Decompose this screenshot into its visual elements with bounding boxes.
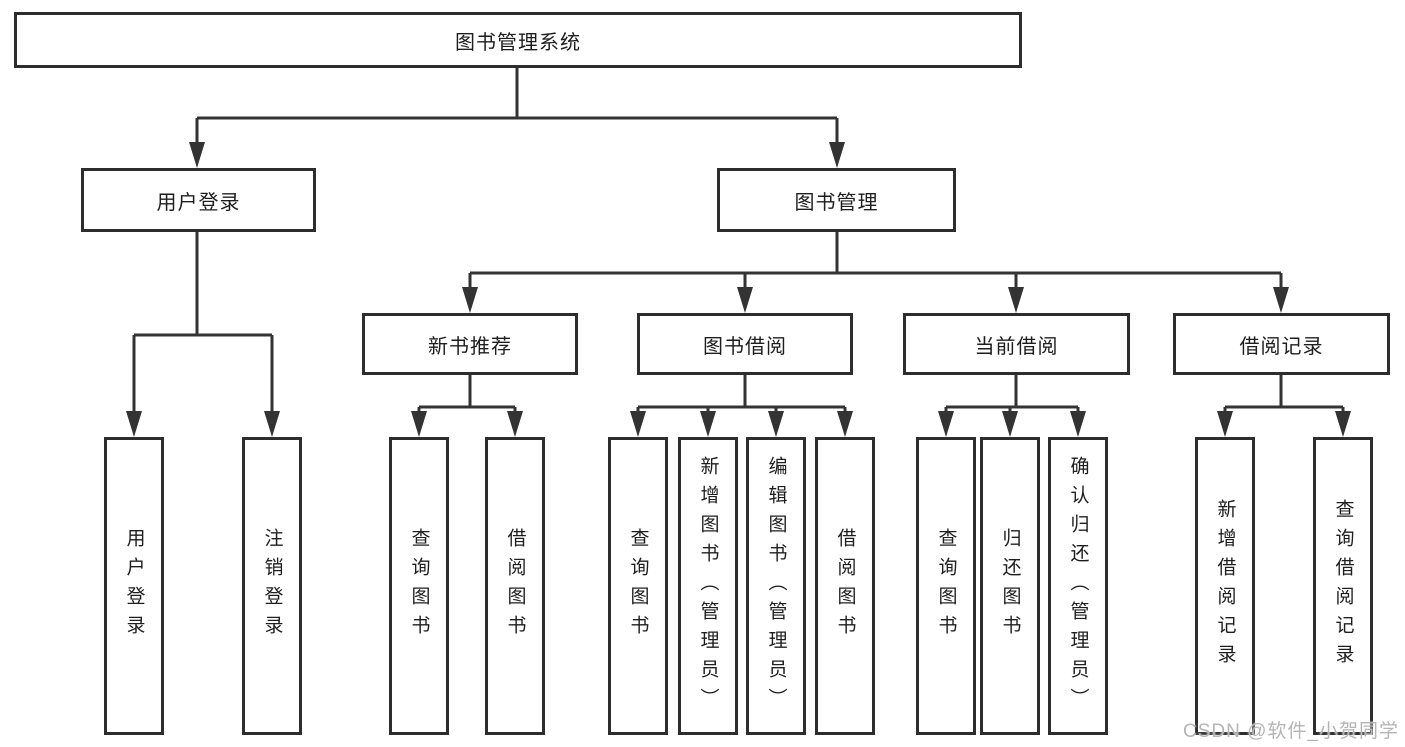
edge-root-to-branches <box>195 68 839 144</box>
leaf-borrow-books-recommend-label: 借阅图书 <box>504 528 526 644</box>
node-current-borrow: 当前借阅 <box>903 313 1130 375</box>
leaf-borrow-books-label: 借阅图书 <box>834 528 856 644</box>
csdn-watermark: CSDN @软件_小贺同学 <box>1183 721 1399 742</box>
node-user-login-label: 用户登录 <box>156 191 241 214</box>
leaf-add-books-admin: 新增图书（管理员） <box>678 437 738 735</box>
leaf-logout-label: 注销登录 <box>261 528 283 644</box>
leaf-user-login: 用户登录 <box>104 437 164 735</box>
leaf-confirm-return-admin-label: 确认归还（管理员） <box>1067 455 1089 717</box>
leaf-borrow-books-recommend: 借阅图书 <box>485 437 545 735</box>
node-borrow-records-label: 借阅记录 <box>1239 335 1324 358</box>
leaf-add-books-admin-label: 新增图书（管理员） <box>697 455 719 717</box>
leaf-query-books-current-label: 查询图书 <box>935 528 957 644</box>
edge-book-borrow-to-leaves <box>636 375 847 413</box>
arrowheads <box>126 142 1351 437</box>
leaf-return-books: 归还图书 <box>980 437 1040 735</box>
node-book-borrow-label: 图书借阅 <box>703 335 787 358</box>
leaf-borrow-books: 借阅图书 <box>815 437 875 735</box>
node-book-borrow: 图书借阅 <box>637 313 853 375</box>
node-book-management-label: 图书管理 <box>794 191 879 214</box>
edge-new-book-to-leaves <box>417 375 517 413</box>
leaf-edit-books-admin: 编辑图书（管理员） <box>746 437 806 735</box>
node-book-management: 图书管理 <box>717 168 956 232</box>
node-current-borrow-label: 当前借阅 <box>974 335 1059 358</box>
edge-user-login-to-leaves <box>132 232 274 413</box>
leaf-confirm-return-admin: 确认归还（管理员） <box>1048 437 1108 735</box>
leaf-logout: 注销登录 <box>242 437 302 735</box>
leaf-return-books-label: 归还图书 <box>999 528 1021 644</box>
leaf-query-borrow-record: 查询借阅记录 <box>1313 437 1373 735</box>
leaf-edit-books-admin-label: 编辑图书（管理员） <box>765 455 787 717</box>
node-root-label: 图书管理系统 <box>455 31 581 54</box>
node-new-book-recommend: 新书推荐 <box>362 313 578 375</box>
leaf-query-borrow-record-label: 查询借阅记录 <box>1332 499 1354 673</box>
leaf-query-books-borrow-label: 查询图书 <box>627 528 649 644</box>
node-borrow-records: 借阅记录 <box>1173 313 1390 375</box>
node-user-login: 用户登录 <box>81 168 316 232</box>
edge-current-borrow-to-leaves <box>944 375 1080 413</box>
leaf-query-books-recommend: 查询图书 <box>389 437 449 735</box>
leaf-add-borrow-record-label: 新增借阅记录 <box>1214 499 1236 673</box>
edge-borrow-records-to-leaves <box>1223 375 1345 413</box>
leaf-query-books-borrow: 查询图书 <box>608 437 668 735</box>
leaf-user-login-label: 用户登录 <box>123 528 145 644</box>
leaf-query-books-current: 查询图书 <box>916 437 976 735</box>
node-new-book-recommend-label: 新书推荐 <box>428 335 512 358</box>
leaf-add-borrow-record: 新增借阅记录 <box>1195 437 1255 735</box>
edge-book-management-to-modules <box>468 232 1283 289</box>
node-root-system: 图书管理系统 <box>14 12 1022 68</box>
leaf-query-books-recommend-label: 查询图书 <box>408 528 430 644</box>
